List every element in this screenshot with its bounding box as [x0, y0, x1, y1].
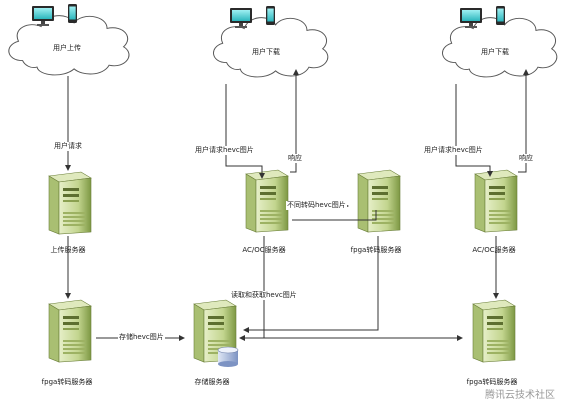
storage-server-label: 存储服务器: [194, 378, 230, 386]
edge-label-request-hevc-right: 用户请求hevc图片: [423, 146, 484, 155]
database-icon: [217, 346, 239, 367]
watermark: 腾讯云技术社区: [485, 390, 555, 401]
upload-server-label: 上传服务器: [50, 246, 86, 254]
upload-server-icon: [48, 171, 92, 235]
fpga-server-middle-label: fpga转码服务器: [350, 246, 402, 254]
cloud-right-label: 用户下载: [481, 48, 509, 56]
edge-label-response-middle: 响应: [287, 154, 303, 163]
cloud-right: [442, 6, 558, 78]
fpga-server-right-icon: [472, 299, 516, 363]
edge-label-response-right: 响应: [518, 154, 534, 163]
fpga-server-right-label: fpga转码服务器: [466, 378, 518, 386]
cloud-left-label: 用户上传: [53, 44, 81, 52]
edge-label-no-hevc: 不同转码hevc图片: [286, 201, 347, 210]
ac-oc-server-middle-label: AC/OC服务器: [242, 246, 286, 254]
fpga-server-middle-icon: [357, 169, 401, 233]
cloud-middle-label: 用户下载: [252, 48, 280, 56]
edge-label-store-hevc: 存储hevc图片: [118, 333, 165, 342]
cloud-middle: [213, 6, 329, 78]
ac-oc-server-right-label: AC/OC服务器: [472, 246, 516, 254]
fpga-server-left-icon: [48, 299, 92, 363]
fpga-server-left-label: fpga转码服务器: [41, 378, 93, 386]
edge-label-request-hevc-middle: 用户请求hevc图片: [194, 146, 255, 155]
ac-oc-server-right-icon: [474, 169, 518, 233]
edge-label-read-hevc: 读取和获取hevc图片: [230, 291, 298, 300]
connectors: [65, 69, 529, 341]
ac-oc-server-middle-icon: [245, 169, 289, 233]
cloud-left: [8, 4, 130, 76]
edge-label-user-request: 用户请求: [53, 142, 83, 151]
